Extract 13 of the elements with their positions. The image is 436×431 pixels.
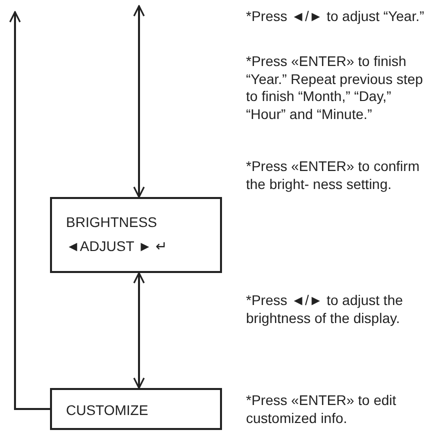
- note-text: *Press «ENTER» to finish “Year.” Repeat previous step to finish “Month,” “Day,” “Hour” and “Minute.”: [246, 53, 424, 123]
- arrow: [133, 272, 145, 389]
- arrow: [9, 11, 50, 410]
- box-label: ◄ADJUST ► ↵: [66, 237, 169, 255]
- note-text: *Press «ENTER» to edit customized info.: [246, 392, 398, 427]
- note-text: *Press ◄/► to adjust “Year.”: [246, 8, 426, 26]
- process-box: [50, 197, 222, 273]
- process-box: [50, 388, 222, 430]
- note-text: *Press «ENTER» to confirm the bright- ness setting.: [246, 158, 420, 193]
- arrow: [133, 5, 145, 198]
- note-text: *Press ◄/► to adjust the brightness of the display.: [246, 292, 404, 327]
- box-label: CUSTOMIZE: [66, 401, 150, 419]
- box-label: BRIGHTNESS: [66, 213, 158, 231]
